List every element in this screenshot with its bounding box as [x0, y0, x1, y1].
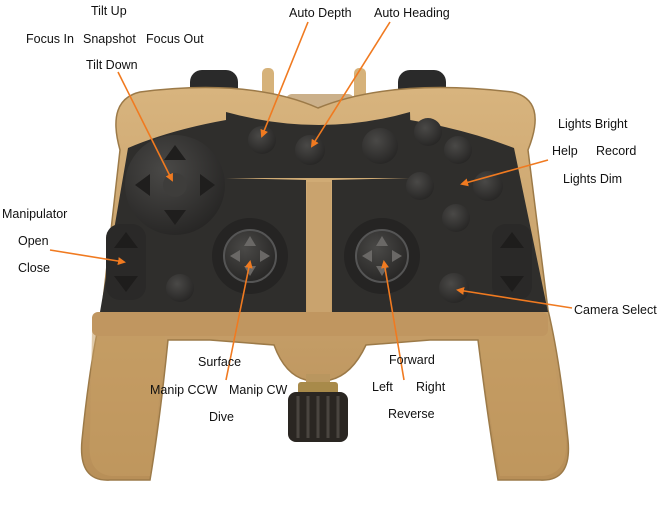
manipulator-rocker[interactable] [106, 224, 146, 300]
label-snapshot: Snapshot [83, 32, 136, 46]
arrow-right-stick [381, 260, 405, 381]
label-dive: Dive [209, 410, 235, 424]
arrow-camera-select [456, 286, 573, 309]
left-thumbstick[interactable] [212, 218, 288, 294]
right-thumbstick[interactable] [344, 218, 420, 294]
arrow-manipulator [49, 249, 126, 265]
label-auto-heading: Auto Heading [374, 6, 450, 20]
center-divider [307, 182, 331, 312]
arrow-auto-heading [310, 21, 391, 148]
label-left: Left [372, 380, 393, 394]
label-manip-cw: Manip CW [229, 383, 288, 397]
arrow-lights [460, 159, 549, 187]
label-help: Help [552, 144, 578, 158]
tether-connector [288, 374, 348, 442]
label-lights-bright: Lights Bright [558, 117, 628, 131]
label-manip-ccw: Manip CCW [150, 383, 218, 397]
label-open: Open [18, 234, 49, 248]
arrow-left-stick [225, 260, 253, 381]
dpad-tilt-focus[interactable] [125, 135, 225, 235]
lower-rim [92, 312, 548, 336]
label-close: Close [18, 261, 50, 275]
callout-arrows [49, 21, 573, 381]
label-auto-depth: Auto Depth [289, 6, 352, 20]
right-rocker[interactable] [492, 224, 532, 300]
label-tilt-up: Tilt Up [91, 4, 127, 18]
label-tilt-down: Tilt Down [86, 58, 138, 72]
label-lights-dim: Lights Dim [563, 172, 623, 186]
left-grip [89, 330, 165, 476]
label-manipulator: Manipulator [2, 207, 68, 221]
label-record: Record [596, 144, 637, 158]
label-forward: Forward [389, 353, 435, 367]
right-grip [478, 330, 567, 476]
arrow-tilt-focus [117, 71, 173, 182]
label-right: Right [416, 380, 446, 394]
label-focus-in: Focus In [26, 32, 74, 46]
label-focus-out: Focus Out [146, 32, 204, 46]
label-camera-select: Camera Select [574, 303, 657, 317]
label-surface: Surface [198, 355, 242, 369]
label-reverse: Reverse [388, 407, 435, 421]
arrow-auto-depth [260, 21, 309, 138]
